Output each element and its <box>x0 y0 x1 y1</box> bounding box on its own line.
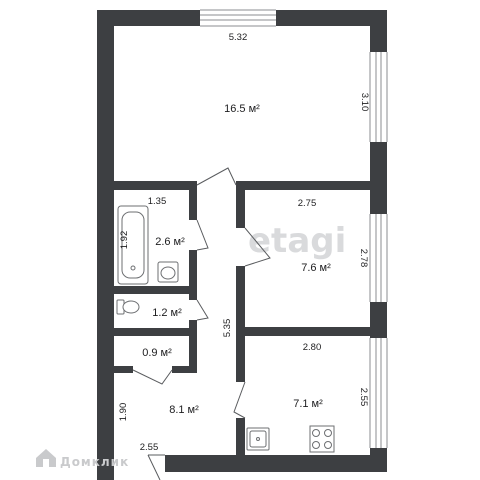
door-bathroom <box>196 219 209 251</box>
wall-corridor-right-2 <box>236 266 245 382</box>
outer-wall-right-2 <box>370 142 387 214</box>
watermark-text: etagi <box>248 221 346 261</box>
domclick-house-icon <box>36 449 56 467</box>
wall-toilet-bottom <box>114 328 197 336</box>
wall-toilet-right-stub <box>189 320 197 328</box>
wall-corridor-right-3 <box>236 418 245 455</box>
dim-corridor-length: 5.35 <box>222 319 233 338</box>
dim-bathroom-depth: 1.92 <box>119 231 130 250</box>
dim-bathroom-width: 1.35 <box>148 196 167 207</box>
outer-wall-bottom <box>165 455 387 472</box>
dim-kitchen-depth: 2.55 <box>358 388 369 407</box>
area-bathroom: 2.6 м² <box>155 236 185 248</box>
wall-closet-bottom-right <box>172 366 197 373</box>
door-closet <box>132 369 173 385</box>
area-toilet: 1.2 м² <box>152 307 182 319</box>
wall-corridor-right-1 <box>236 190 245 228</box>
fixtures <box>116 205 335 453</box>
area-hall: 8.1 м² <box>169 404 199 416</box>
dim-living-depth: 3.10 <box>359 93 370 112</box>
door-kitchen <box>233 381 246 419</box>
door-toilet <box>196 299 209 321</box>
toilet-icon <box>122 300 140 314</box>
outer-wall-right-3 <box>370 302 387 338</box>
wall-bath-bottom <box>114 286 197 294</box>
wall-closet-right <box>189 336 197 370</box>
door-living <box>196 167 237 186</box>
wall-toilet-right-top <box>189 294 197 300</box>
dim-hall-depth: 1.90 <box>118 403 129 422</box>
windows <box>200 9 388 448</box>
wall-bedroom-kitchen <box>245 327 370 336</box>
dim-bedroom-depth: 2.78 <box>358 249 369 268</box>
door-bedroom <box>244 227 271 267</box>
door-entrance <box>147 454 165 480</box>
bathtub-inner-icon <box>121 211 145 279</box>
outer-wall-top-left <box>97 10 200 26</box>
wall-bath-right-bottom <box>189 250 197 294</box>
dim-hall-width: 2.55 <box>140 442 159 453</box>
domclick-logo: Домклик <box>36 449 129 469</box>
dim-bedroom-width: 2.75 <box>298 198 317 209</box>
outer-wall-left <box>97 10 114 480</box>
walls <box>97 10 387 480</box>
logo-text: Домклик <box>60 455 129 469</box>
wall-living-bottom-left <box>114 181 197 190</box>
outer-wall-top-right <box>276 10 387 26</box>
area-bedroom: 7.6 м² <box>301 262 331 274</box>
doors <box>132 167 271 480</box>
dim-kitchen-width: 2.80 <box>303 342 322 353</box>
wall-living-bottom-right <box>236 181 370 190</box>
area-closet: 0.9 м² <box>142 347 172 359</box>
outer-wall-right-1 <box>370 10 387 52</box>
area-kitchen: 7.1 м² <box>293 398 323 410</box>
dim-living-width: 5.32 <box>229 32 248 43</box>
bathtub-drain-icon <box>130 265 136 271</box>
area-living: 16.5 м² <box>224 103 260 115</box>
wall-closet-bottom-left <box>114 366 133 373</box>
wall-bath-right-top <box>189 190 197 220</box>
